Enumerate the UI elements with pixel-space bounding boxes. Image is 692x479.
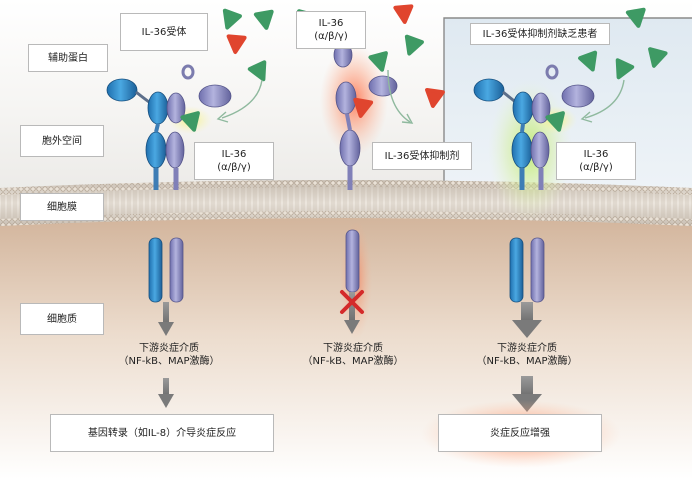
mediator-detail: （NF-kB、MAP激酶）: [118, 356, 220, 367]
extracellular-space-label: 胞外空间: [20, 125, 104, 157]
receptor-complex-right: [473, 64, 595, 303]
il36-ligand-label-top: IL-36 (α/β/γ): [296, 11, 366, 49]
il36-ligand-label-left: IL-36 (α/β/γ): [194, 142, 274, 180]
mediator-title: 下游炎症介质: [139, 343, 199, 354]
cell-membrane-label: 细胞膜: [20, 193, 104, 221]
ligand-name: IL-36: [318, 18, 344, 29]
ligand-isoforms: (α/β/γ): [314, 31, 348, 42]
downstream-mediators-left: 下游炎症介质 （NF-kB、MAP激酶）: [114, 342, 224, 368]
ligand-name: IL-36: [221, 149, 247, 160]
gene-transcription-outcome: 基因转录（如IL-8）介导炎症反应: [50, 414, 274, 452]
ligand-isoforms: (α/β/γ): [579, 162, 613, 173]
signal-arrow-middle: [344, 292, 360, 334]
receptor-complex-left: [106, 64, 232, 303]
mediator-title: 下游炎症介质: [323, 343, 383, 354]
block-cross-icon: [340, 290, 364, 314]
ligand-name: IL-36: [583, 149, 609, 160]
accessory-protein-label: 辅助蛋白: [28, 44, 108, 72]
binding-arrows: [216, 69, 625, 124]
signal-arrow-left: [158, 302, 174, 408]
il36-receptor-label: IL-36受体: [120, 13, 208, 51]
antagonist-deficiency-patient-label: IL-36受体抑制剂缺乏患者: [470, 23, 610, 45]
receptor-complex-middle: [320, 42, 398, 340]
enhanced-inflammation-outcome: 炎症反应增强: [438, 414, 602, 452]
il36-ligand-label-right: IL-36 (α/β/γ): [556, 142, 636, 180]
cytoplasm-label: 细胞质: [20, 303, 104, 335]
ligand-isoforms: (α/β/γ): [217, 162, 251, 173]
mediator-detail: （NF-kB、MAP激酶）: [302, 356, 404, 367]
mediator-title: 下游炎症介质: [497, 343, 557, 354]
downstream-mediators-middle: 下游炎症介质 （NF-kB、MAP激酶）: [298, 342, 408, 368]
downstream-mediators-right: 下游炎症介质 （NF-kB、MAP激酶）: [472, 342, 582, 368]
il36-antagonist-label: IL-36受体抑制剂: [372, 142, 472, 170]
mediator-detail: （NF-kB、MAP激酶）: [476, 356, 578, 367]
